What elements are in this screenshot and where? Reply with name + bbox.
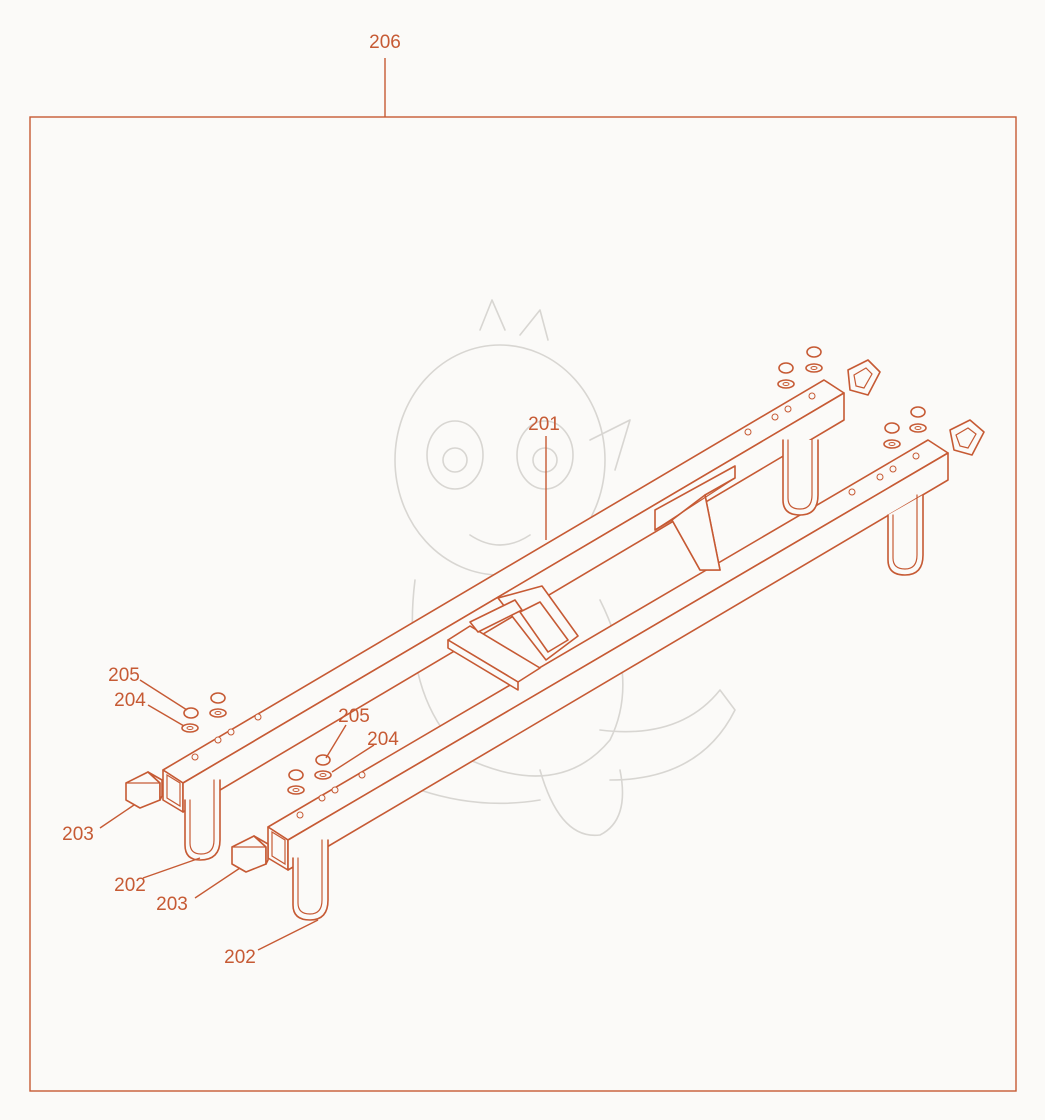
callout-203-left: 203	[62, 824, 94, 845]
end-cap-front-right	[949, 419, 985, 456]
callout-205-right: 205	[338, 706, 370, 727]
u-bolt-left	[184, 779, 221, 861]
nuts-washers-rear-right	[777, 346, 823, 389]
u-bolt-front-right	[887, 494, 924, 576]
nuts-washers-right-lower	[287, 754, 332, 795]
callout-203-right: 203	[156, 894, 188, 915]
u-bolt-front-left	[292, 839, 329, 921]
nuts-washers-front-right	[883, 406, 927, 449]
callout-204-left: 204	[114, 690, 146, 711]
assembly-frame	[29, 116, 1017, 1092]
u-bolt-rear-right	[782, 439, 819, 516]
callout-205-left: 205	[108, 665, 140, 686]
end-cap-right-lower	[231, 835, 269, 873]
callout-206: 206	[369, 32, 401, 53]
cross-members	[447, 465, 736, 691]
front-rail	[267, 439, 949, 871]
callout-204-right: 204	[367, 729, 399, 750]
nuts-washers-left	[181, 692, 227, 733]
callout-202-right: 202	[224, 947, 256, 968]
leader-lines	[99, 436, 547, 951]
callout-201: 201	[528, 414, 560, 435]
end-cap-left	[125, 771, 163, 809]
end-cap-rear-right	[847, 359, 881, 396]
callout-202-left: 202	[114, 875, 146, 896]
